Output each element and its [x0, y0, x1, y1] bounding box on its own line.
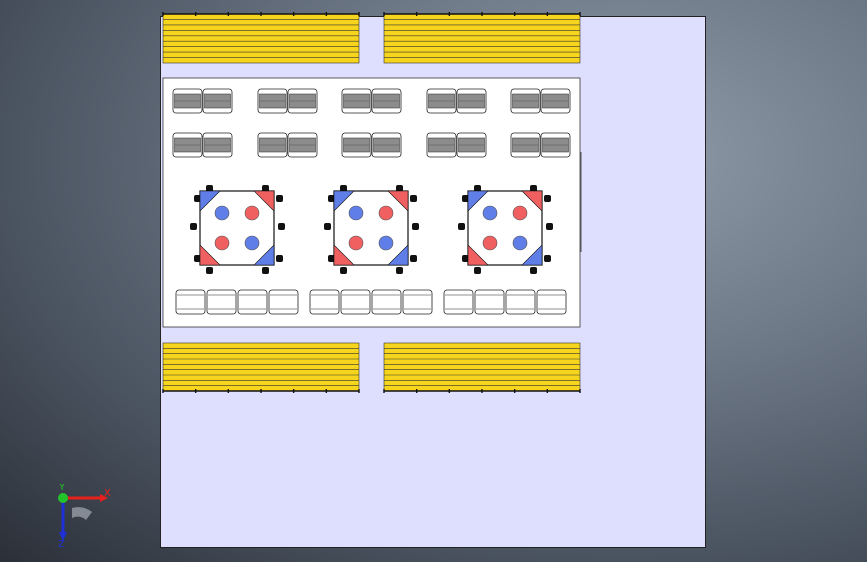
- bench: [206, 289, 237, 315]
- desk: [257, 132, 288, 158]
- game-table: [458, 185, 553, 274]
- desk: [341, 88, 372, 114]
- bench: [175, 289, 206, 315]
- game-table: [324, 185, 419, 274]
- y-axis-dot: [58, 493, 68, 503]
- bench: [443, 289, 474, 315]
- desk: [540, 88, 571, 114]
- bleacher: [162, 12, 360, 64]
- desk: [426, 132, 457, 158]
- bench: [268, 289, 299, 315]
- desk: [371, 88, 402, 114]
- desk: [456, 132, 487, 158]
- desk: [510, 88, 541, 114]
- bench: [536, 289, 567, 315]
- orientation-triad: X Y Z: [58, 484, 111, 548]
- desk: [202, 88, 233, 114]
- desk: [202, 132, 233, 158]
- desk: [287, 132, 318, 158]
- desk: [426, 88, 457, 114]
- y-axis-label: Y: [58, 484, 66, 493]
- bleacher: [162, 342, 360, 393]
- desk: [456, 88, 487, 114]
- bleacher: [383, 12, 581, 64]
- desk: [341, 132, 372, 158]
- x-axis-label: X: [104, 488, 111, 499]
- desk: [257, 88, 288, 114]
- bench: [309, 289, 340, 315]
- desk: [540, 132, 571, 158]
- bench: [371, 289, 402, 315]
- desk: [287, 88, 318, 114]
- z-axis-label: Z: [58, 539, 65, 548]
- desk: [510, 132, 541, 158]
- desk: [371, 132, 402, 158]
- bench: [237, 289, 268, 315]
- desk: [172, 132, 203, 158]
- bench: [402, 289, 433, 315]
- desk: [172, 88, 203, 114]
- bench: [340, 289, 371, 315]
- bench: [474, 289, 505, 315]
- bench: [505, 289, 536, 315]
- game-table: [190, 185, 285, 274]
- bleacher: [383, 342, 581, 393]
